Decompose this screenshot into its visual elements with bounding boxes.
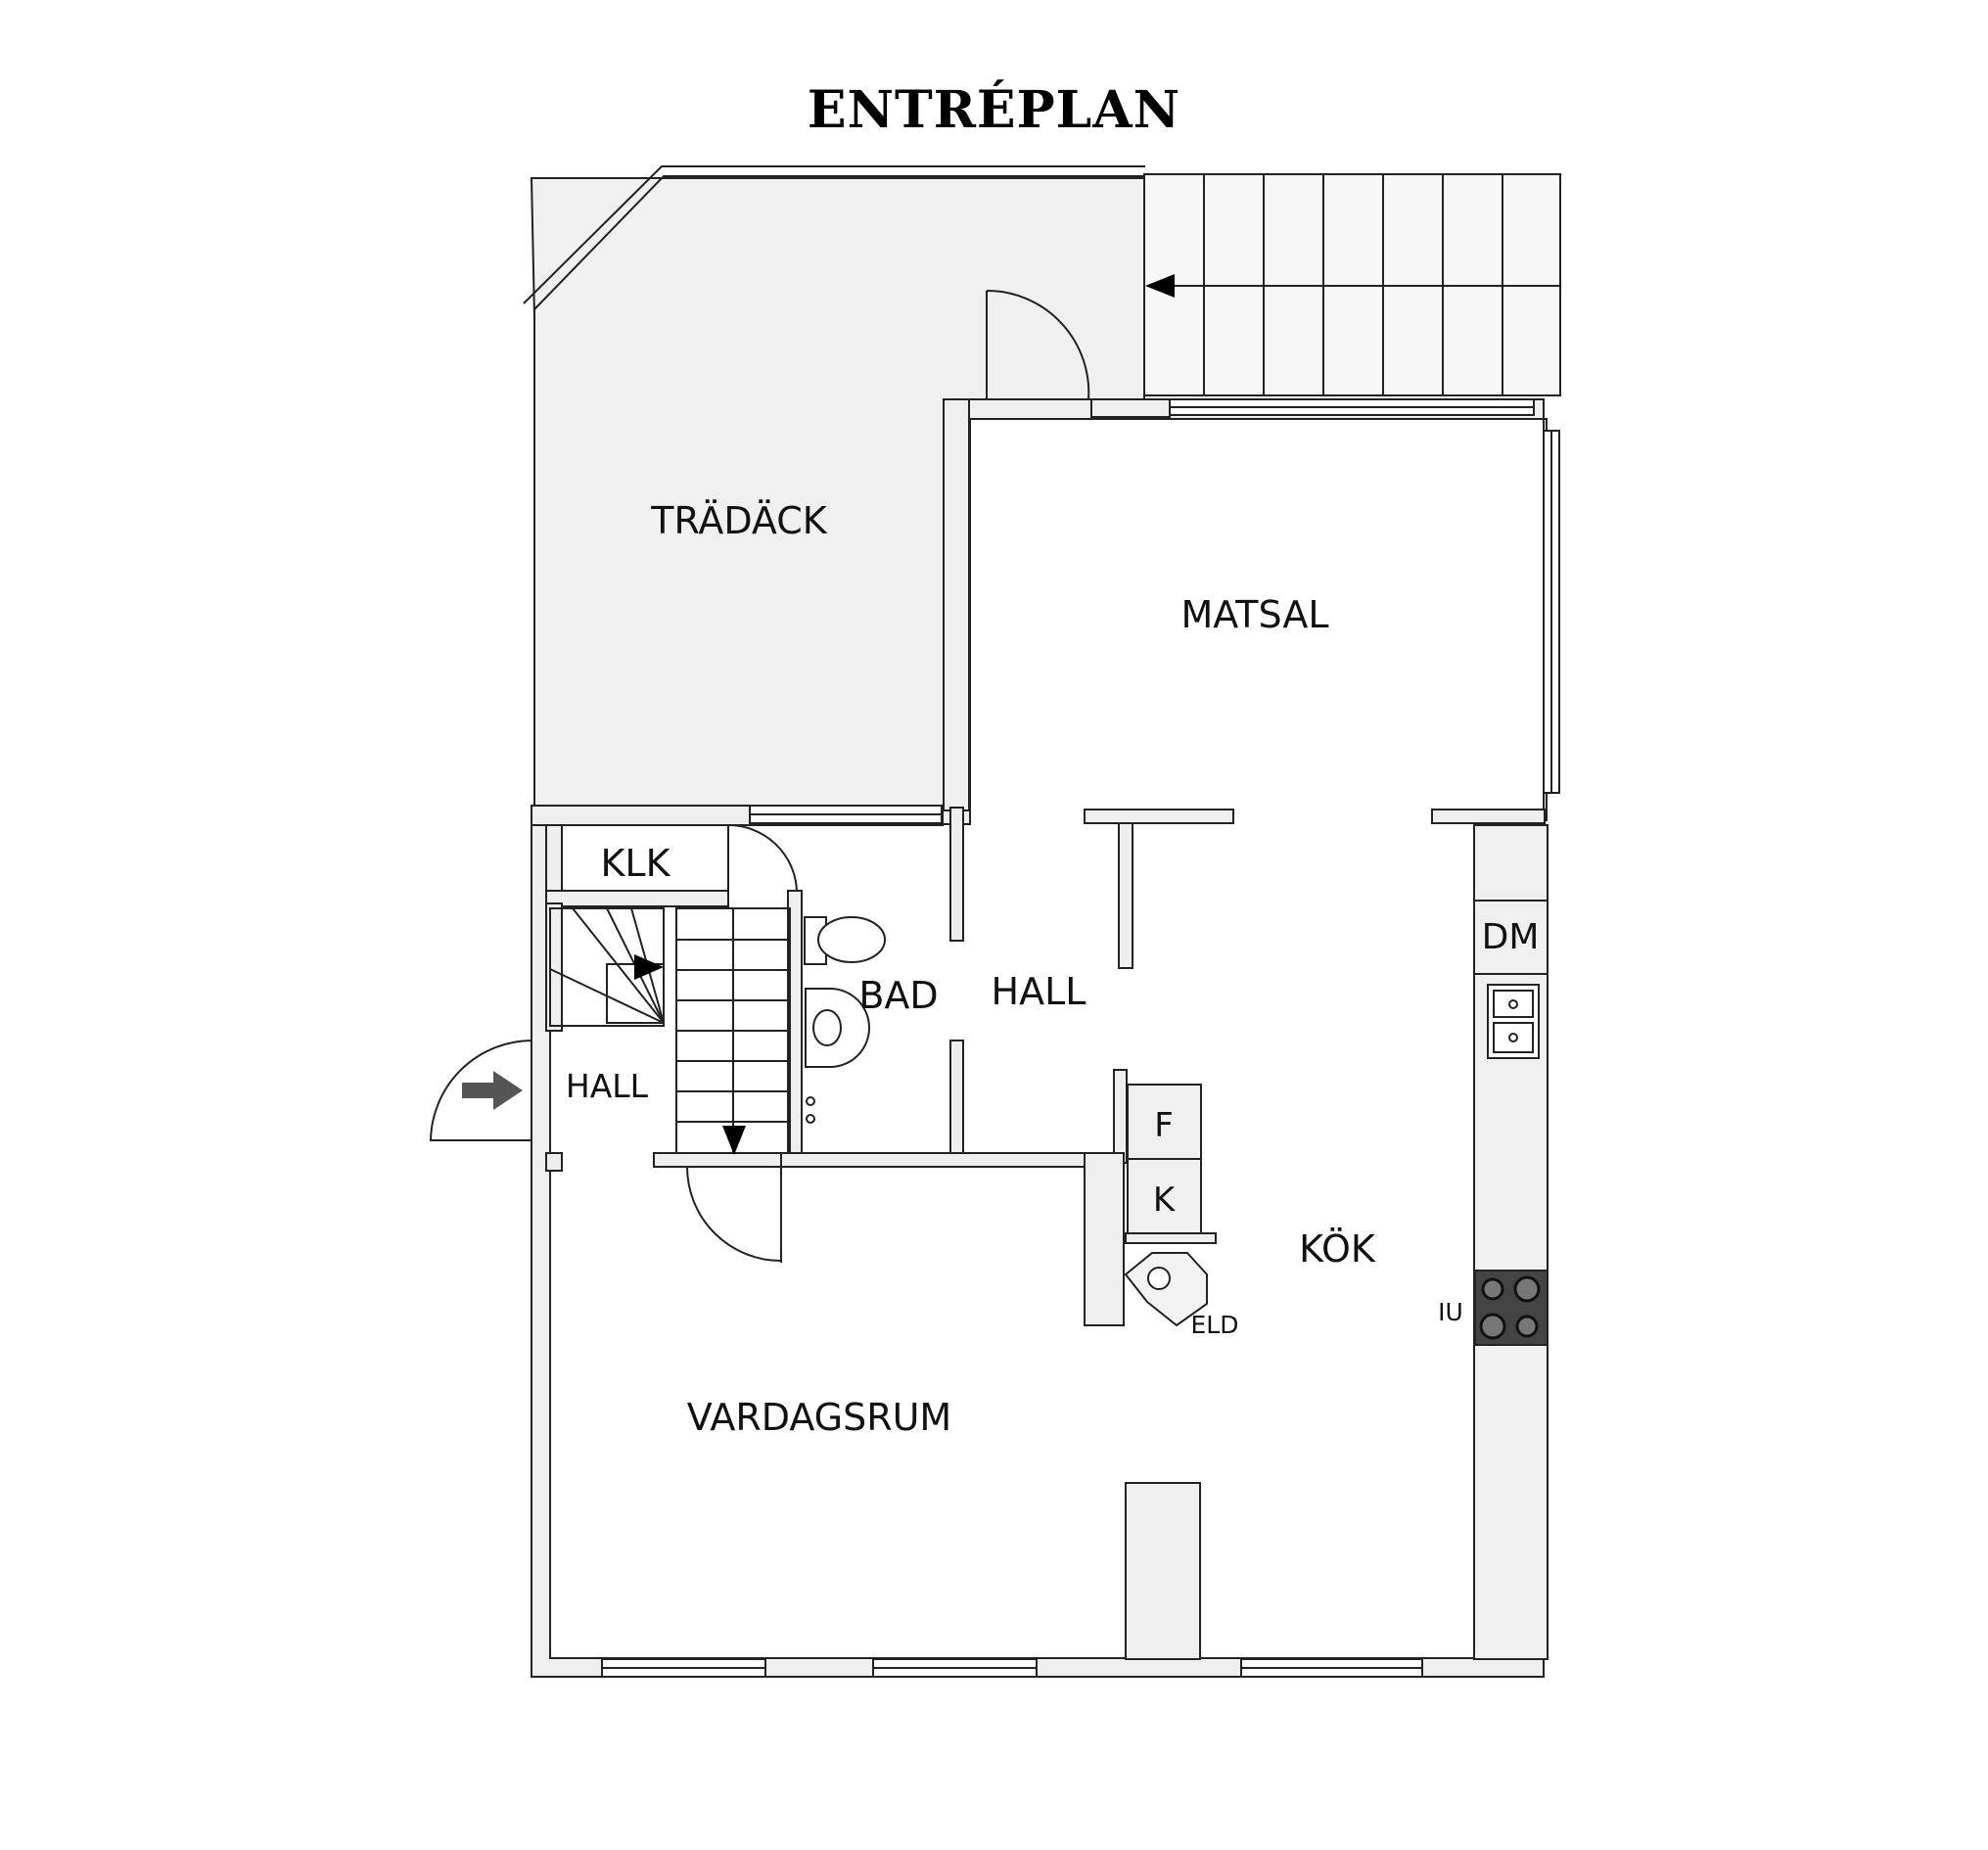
appliance-boxes: [1127, 1084, 1202, 1234]
faucet-icon: [806, 1096, 815, 1124]
room-label-tradack: TRÄDÄCK: [650, 499, 828, 542]
toilet-icon: [804, 916, 886, 965]
main-stairs-arrow-icon: [722, 1126, 746, 1155]
deck-area: [530, 177, 1145, 809]
bathroom-sink-icon: [805, 988, 870, 1068]
main-stairs: [675, 907, 791, 1154]
deck-railing-outer: [523, 165, 1145, 304]
stairs-arrow-icon: [1145, 274, 1175, 298]
fireplace-icon: [1124, 1252, 1208, 1327]
interior-walls: [531, 398, 1546, 1660]
fixture-label-eld: ELD: [1191, 1311, 1239, 1339]
fk-counter-edge: [1125, 1232, 1217, 1244]
fixture-label-f: F: [1154, 1106, 1174, 1145]
stove-icon: [1474, 1270, 1549, 1346]
deck-railing: [533, 175, 1145, 808]
room-label-vardagsrum: VARDAGSRUM: [687, 1396, 951, 1439]
fixture-label-dm: DM: [1482, 917, 1540, 957]
room-label-hall-center: HALL: [992, 970, 1086, 1013]
kitchen-counter: [1473, 824, 1549, 1660]
outdoor-stairs: [1143, 173, 1561, 396]
fixture-label-iu: IU: [1438, 1298, 1463, 1326]
fixture-label-k: K: [1153, 1180, 1177, 1220]
room-label-hall-entry: HALL: [566, 1067, 649, 1105]
plan-title: ENTRÉPLAN: [807, 80, 1181, 140]
kitchen-sink-icon: [1487, 984, 1540, 1059]
room-label-klk: KLK: [600, 842, 670, 885]
spiral-stairs-arrow-icon: [634, 954, 664, 980]
room-label-matsal: MATSAL: [1180, 593, 1328, 636]
entrance-arrow-icon: [462, 1071, 523, 1110]
room-label-bad: BAD: [858, 974, 938, 1017]
doors: [429, 289, 1090, 1263]
room-label-kok: KÖK: [1299, 1227, 1376, 1271]
windows: [601, 398, 1560, 1678]
